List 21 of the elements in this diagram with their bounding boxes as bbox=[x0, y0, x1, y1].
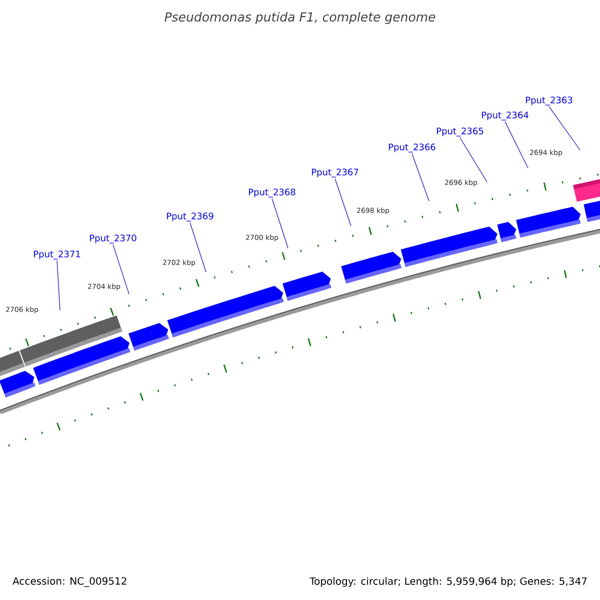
gene-label: Pput_2365 bbox=[437, 128, 484, 136]
gene-label: Pput_2371 bbox=[34, 250, 80, 260]
gene-label: Pput_2367 bbox=[312, 168, 358, 178]
leader-line bbox=[334, 178, 352, 226]
leader-line bbox=[460, 137, 488, 182]
leader-line bbox=[190, 222, 206, 272]
leader-line bbox=[412, 153, 430, 202]
leader-line bbox=[272, 198, 288, 248]
gene-label: Pput_2369 bbox=[167, 212, 214, 222]
gene-label: Pput_2370 bbox=[90, 234, 136, 244]
gene-label: Pput_2368 bbox=[249, 188, 296, 198]
leader-line bbox=[504, 121, 528, 168]
leader-line bbox=[56, 260, 60, 310]
genome-info-text: Topology: circular; Length: 5,959,964 bp; Genes: 5,347 bbox=[310, 577, 587, 587]
title: Pseudomonas putida F1, complete genome bbox=[164, 12, 436, 24]
accession-text: Accession: NC_009512 bbox=[12, 577, 126, 587]
gene-label: Pput_2363 bbox=[526, 96, 572, 106]
gene-label: Pput_2364 bbox=[482, 112, 528, 120]
leader-line bbox=[112, 244, 130, 294]
gene-label: Pput_2366 bbox=[389, 144, 436, 152]
leader-line bbox=[548, 106, 580, 150]
